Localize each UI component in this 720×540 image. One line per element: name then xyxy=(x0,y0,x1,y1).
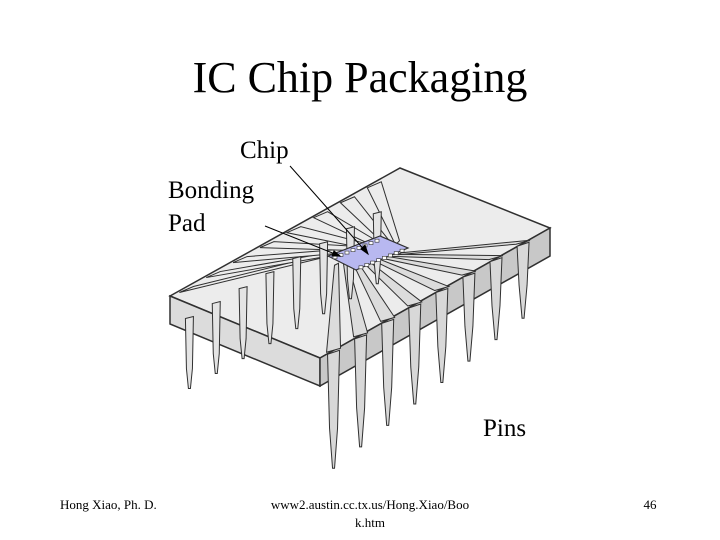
bonding-pad xyxy=(368,241,374,245)
bonding-pad xyxy=(388,253,393,258)
ic-package-diagram: Chip Bonding Pad Pins xyxy=(150,128,570,478)
pins-back-row xyxy=(184,211,382,390)
pin xyxy=(462,272,476,362)
pin xyxy=(489,256,503,341)
bonding-pad xyxy=(382,256,387,260)
pin xyxy=(184,315,194,390)
pin xyxy=(327,349,341,469)
pin xyxy=(381,318,395,426)
bonding-pad xyxy=(370,260,375,265)
bonding-pad xyxy=(358,265,364,270)
bonding-pad xyxy=(393,251,399,255)
chip-arrow xyxy=(289,165,369,255)
bonding-pad xyxy=(344,250,350,255)
bonding-pad-arrowhead xyxy=(331,250,342,257)
pin xyxy=(292,256,302,330)
lead-finger xyxy=(325,262,342,353)
pin xyxy=(265,270,275,345)
lead-finger xyxy=(366,181,401,246)
chip-label: Chip xyxy=(240,137,289,164)
pin xyxy=(211,300,221,375)
bonding-label-line2: Pad xyxy=(168,210,206,237)
chip-arrowhead xyxy=(360,244,369,256)
bonding-pad xyxy=(374,238,380,243)
pin xyxy=(238,285,248,360)
pins-front-row xyxy=(327,241,530,469)
footer-author: Hong Xiao, Ph. D. xyxy=(60,497,157,512)
bonding-label-line1: Bonding xyxy=(168,177,255,204)
callout-arrows xyxy=(264,165,369,257)
pins-label: Pins xyxy=(483,415,526,442)
pin xyxy=(354,334,368,448)
pin xyxy=(516,241,530,319)
ic-package-svg: Chip Bonding Pad Pins xyxy=(168,137,552,469)
bonding-pad xyxy=(364,263,370,267)
pin xyxy=(408,303,422,405)
lead-finger xyxy=(397,239,531,256)
footer-url: www2.austin.cc.tx.us/Hong.Xiao/Boo k.htm xyxy=(250,496,490,532)
slide-title: IC Chip Packaging xyxy=(192,53,528,102)
footer-page-number: 46 xyxy=(643,497,657,512)
pin xyxy=(435,287,449,384)
footer-url-line1: www2.austin.cc.tx.us/Hong.Xiao/Boo xyxy=(270,497,470,512)
bonding-pad xyxy=(350,248,356,252)
footer-url-line2: k.htm xyxy=(355,515,385,530)
bonding-pad xyxy=(356,246,362,250)
bonding-pad-arrow xyxy=(264,225,341,257)
pin xyxy=(319,241,329,315)
bonding-pad xyxy=(399,248,405,253)
bonding-pad xyxy=(376,258,381,262)
